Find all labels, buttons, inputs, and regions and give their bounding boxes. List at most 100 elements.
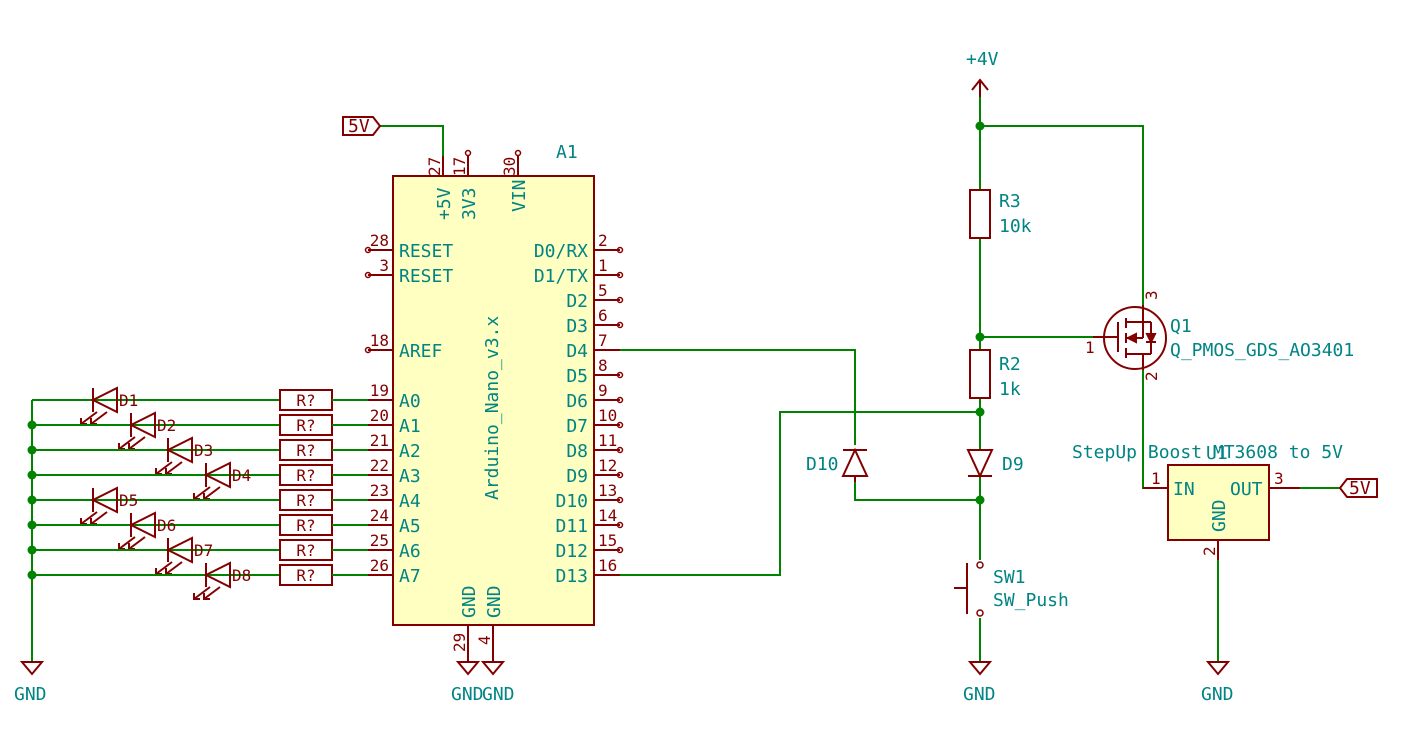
- led-d4[interactable]: D4: [193, 461, 251, 500]
- pin-number: 16: [598, 556, 617, 575]
- pin-name: D11: [555, 516, 588, 537]
- mosfet-q1[interactable]: 1 3 2 Q1 Q_PMOS_GDS_AO3401: [1085, 290, 1354, 381]
- resistor-ref: R?: [296, 541, 315, 560]
- resistor-ref: R?: [296, 391, 315, 410]
- five-v-label-right[interactable]: 5V: [1338, 478, 1378, 499]
- pin-name: D7: [566, 416, 588, 437]
- led-ref: D1: [119, 391, 138, 410]
- arduino-left-pins: 28RESET3RESET18AREF19A020A121A222A323A42…: [364, 231, 453, 587]
- gnd-symbol-a1-4[interactable]: GND: [480, 661, 515, 705]
- resistor-ref: R?: [296, 441, 315, 460]
- pin-name: D2: [566, 291, 588, 312]
- gnd-symbol-left[interactable]: GND: [14, 661, 47, 705]
- pin-name: A5: [399, 516, 421, 537]
- svg-text:+4V: +4V: [966, 49, 999, 70]
- plus4v-power-symbol[interactable]: +4V: [966, 49, 999, 97]
- pin-number: 3: [379, 256, 389, 275]
- pin-number: 10: [598, 406, 617, 425]
- led-ref: D4: [232, 466, 251, 485]
- pin-number: 23: [370, 481, 389, 500]
- svg-text:2: 2: [1142, 371, 1161, 381]
- diode-d10[interactable]: D10: [806, 447, 869, 482]
- arduino-right-pins: 2D0/RX1D1/TX5D26D37D48D59D610D711D812D91…: [534, 231, 624, 587]
- arduino-nano-a1[interactable]: A1 Arduino_Nano_v3.x 27 17 30 +5V 3V3 VI…: [364, 142, 624, 662]
- pin-number: 20: [370, 406, 389, 425]
- svg-text:1: 1: [1151, 469, 1161, 488]
- resistor-r3[interactable]: R3 10k: [969, 189, 1032, 239]
- svg-text:SW_Push: SW_Push: [993, 590, 1069, 611]
- led-resistor-4[interactable]: R?: [279, 464, 368, 486]
- pin-name: D4: [566, 341, 588, 362]
- pin-gnd29-name: GND: [459, 585, 480, 618]
- led-d8[interactable]: D8: [193, 561, 251, 600]
- arduino-pin-d0-rx: 2D0/RX: [534, 231, 624, 262]
- arduino-pin-d1-tx: 1D1/TX: [534, 256, 624, 287]
- resistor-r2[interactable]: R2 1k: [969, 349, 1021, 400]
- pin-number: 1: [598, 256, 608, 275]
- pin-name: D6: [566, 391, 588, 412]
- diode-d9[interactable]: D9: [966, 449, 1024, 479]
- svg-text:GND: GND: [1209, 499, 1230, 532]
- svg-text:IN: IN: [1173, 479, 1195, 500]
- pin-vin-name: VIN: [509, 179, 530, 212]
- led-resistor-2[interactable]: R?: [279, 414, 368, 436]
- svg-text:R2: R2: [999, 354, 1021, 375]
- led-ref: D2: [157, 416, 176, 435]
- led-resistor-7[interactable]: R?: [279, 539, 368, 561]
- pin-number: 15: [598, 531, 617, 550]
- pin-name: A4: [399, 491, 421, 512]
- led-resistor-5[interactable]: R?: [279, 489, 368, 511]
- pin-name: D5: [566, 366, 588, 387]
- arduino-pin-d3: 6D3: [566, 306, 624, 337]
- pin-number: 14: [598, 506, 617, 525]
- arduino-ref: A1: [556, 142, 578, 163]
- pin-17-num: 17: [450, 157, 469, 176]
- led-d6[interactable]: D6: [118, 511, 176, 550]
- gnd-symbol-a1-29[interactable]: GND: [451, 661, 484, 705]
- arduino-pin-d2: 5D2: [566, 281, 624, 312]
- five-v-label-left[interactable]: 5V: [342, 116, 382, 137]
- pin-number: 2: [598, 231, 608, 250]
- gnd-symbol-u1[interactable]: GND: [1201, 661, 1234, 705]
- led-ref: D6: [157, 516, 176, 535]
- pin-name: A0: [399, 391, 421, 412]
- pin-name: AREF: [399, 341, 442, 362]
- pin-number: 18: [370, 331, 389, 350]
- pin-3v3-name: 3V3: [459, 187, 480, 220]
- led-resistor-1[interactable]: R?: [279, 389, 368, 411]
- pin-name: A1: [399, 416, 421, 437]
- led-d3[interactable]: D3: [155, 436, 213, 475]
- pin-number: 9: [598, 381, 608, 400]
- boost-converter-u1[interactable]: U1 StepUp Boost MT3608 to 5V 1 IN 3 OUT …: [1072, 442, 1343, 560]
- led-resistor-6[interactable]: R?: [279, 514, 368, 536]
- svg-text:3: 3: [1274, 469, 1284, 488]
- svg-text:D10: D10: [806, 454, 839, 475]
- arduino-top-pins: 27 17 30 +5V 3V3 VIN: [425, 149, 530, 220]
- svg-text:GND: GND: [482, 684, 515, 705]
- pin-name: A7: [399, 566, 421, 587]
- pin-number: 8: [598, 356, 608, 375]
- pin-number: 12: [598, 456, 617, 475]
- svg-text:1k: 1k: [999, 379, 1021, 400]
- led-resistor-8[interactable]: R?: [279, 564, 368, 586]
- pin-name: A2: [399, 441, 421, 462]
- led-d1[interactable]: D1: [80, 386, 138, 425]
- svg-text:U1: U1: [1206, 443, 1228, 464]
- led-ref: D7: [194, 541, 213, 560]
- pin-number: 19: [370, 381, 389, 400]
- led-d7[interactable]: D7: [155, 536, 213, 575]
- switch-sw1[interactable]: SW1 SW_Push: [954, 561, 1069, 617]
- led-resistor-3[interactable]: R?: [279, 439, 368, 461]
- resistor-ref: R?: [296, 491, 315, 510]
- gnd-symbol-sw[interactable]: GND: [963, 661, 996, 705]
- led-d5[interactable]: D5: [80, 486, 138, 525]
